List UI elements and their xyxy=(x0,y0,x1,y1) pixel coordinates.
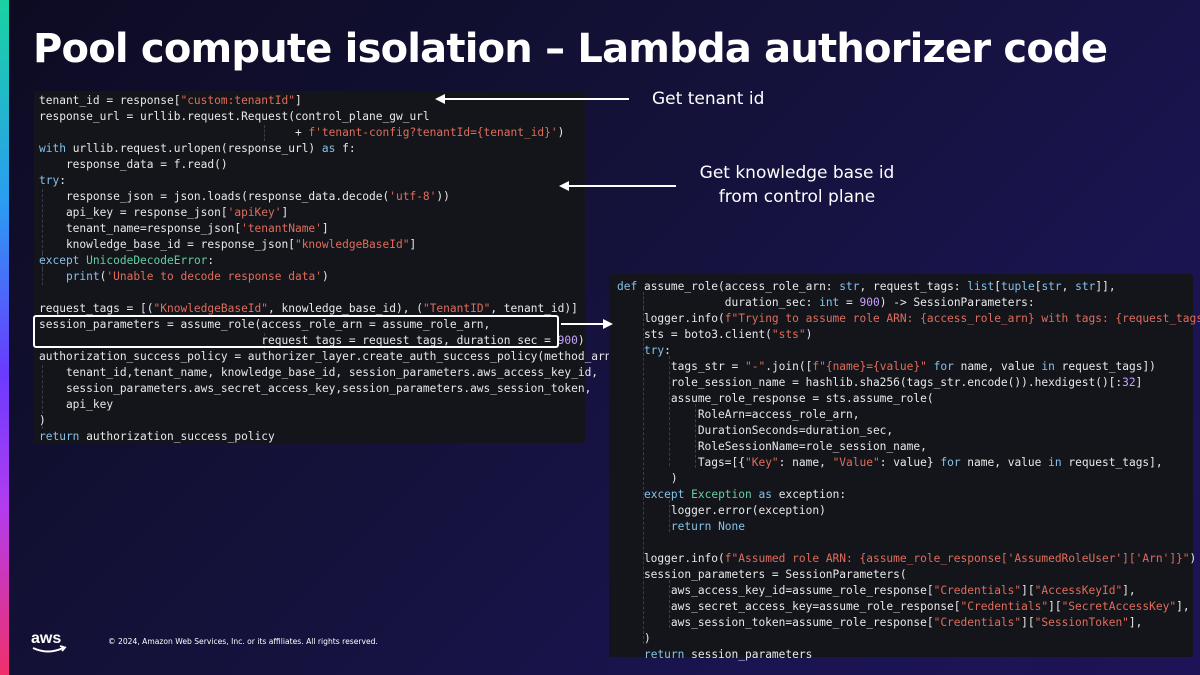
right-code-line: aws_access_key_id=assume_role_response["… xyxy=(617,584,1136,597)
callout-get-kb-id-line2: from control plane xyxy=(718,187,876,207)
gradient-edge-bar xyxy=(0,0,9,675)
left-code-line: tenant_id,tenant_name, knowledge_base_id… xyxy=(39,366,599,379)
aws-logo: aws xyxy=(31,630,67,653)
left-code-line: authorization_success_policy = authorize… xyxy=(39,350,619,363)
indent-guide xyxy=(695,404,696,468)
indent-guide xyxy=(643,308,644,644)
callout-get-kb-id: Get knowledge base id from control plane xyxy=(686,161,908,209)
left-code-line: print('Unable to decode response data') xyxy=(65,270,329,283)
indent-guide xyxy=(42,253,43,269)
right-code-line: tags_str = "-".join([f"{name}={value}" f… xyxy=(617,360,1156,373)
indent-guide xyxy=(669,580,670,628)
right-code-line: RoleSessionName=role_session_name, xyxy=(617,440,927,453)
indent-guide xyxy=(669,500,670,532)
indent-guide xyxy=(643,292,644,308)
callout-get-tenant-id: Get tenant id xyxy=(652,89,765,109)
left-code-line: try: xyxy=(39,174,66,187)
right-code-line: DurationSeconds=duration_sec, xyxy=(617,424,894,437)
arrow-kb-id-head xyxy=(559,181,569,191)
left-code-line: api_key xyxy=(39,398,114,411)
left-code-line: return authorization_success_policy xyxy=(39,430,275,443)
assume-role-call-highlight xyxy=(33,315,559,348)
right-code-line: role_session_name = hashlib.sha256(tags_… xyxy=(617,376,1143,389)
right-code-line: logger.info(f"Assumed role ARN: {assume_… xyxy=(617,552,1197,565)
left-code-line: + f'tenant-config?tenantId={tenant_id}') xyxy=(39,126,565,139)
indent-guide xyxy=(42,365,43,429)
right-code-line: duration_sec: int = 900) -> SessionParam… xyxy=(617,296,1035,309)
right-code-line: aws_secret_access_key=assume_role_respon… xyxy=(617,600,1190,613)
indent-guide xyxy=(42,269,43,285)
right-code-line: sts = boto3.client("sts") xyxy=(617,328,813,341)
aws-logo-text: aws xyxy=(31,630,61,647)
right-code-line: return session_parameters xyxy=(643,648,813,661)
left-code-line: knowledge_base_id = response_json["knowl… xyxy=(39,238,417,251)
slide-title: Pool compute isolation – Lambda authoriz… xyxy=(33,26,1108,72)
right-code-line: Tags=[{"Key": name, "Value": value} for … xyxy=(617,456,1163,469)
left-code-line: tenant_id = response["custom:tenantId"] xyxy=(39,94,302,107)
indent-guide xyxy=(264,333,265,349)
authorizer-code-panel: tenant_id = response["custom:tenantId"] r… xyxy=(34,91,618,443)
arrow-kb-id xyxy=(568,185,676,187)
indent-guide xyxy=(264,125,265,141)
right-code-line: ) xyxy=(617,472,678,485)
callout-get-kb-id-line1: Get knowledge base id xyxy=(699,163,895,183)
assume-role-code-panel: def assume_role(access_role_arn: str, re… xyxy=(609,274,1200,661)
indent-guide xyxy=(669,356,670,466)
indent-guide xyxy=(42,189,43,253)
left-code-line: response_url = urllib.request.Request(co… xyxy=(39,110,430,123)
left-code-line: with urllib.request.urlopen(response_url… xyxy=(39,142,356,155)
left-code-line: request_tags = [("KnowledgeBaseId", know… xyxy=(39,302,578,315)
right-code-line: aws_session_token=assume_role_response["… xyxy=(617,616,1143,629)
left-code-line: ) xyxy=(39,414,46,427)
right-code-line: return None xyxy=(670,520,746,533)
left-code-line: response_json = json.loads(response_data… xyxy=(39,190,450,203)
left-code-line: session_parameters = assume_role(access_… xyxy=(39,318,491,331)
right-code-line: session_parameters = SessionParameters( xyxy=(617,568,907,581)
right-code-line: try: xyxy=(643,344,671,357)
right-code-line: assume_role_response = sts.assume_role( xyxy=(617,392,934,405)
arrow-tenant-id xyxy=(444,98,629,100)
right-code-line: logger.info(f"Trying to assume role ARN:… xyxy=(617,312,1200,325)
left-code-line: response_data = f.read() xyxy=(39,158,228,171)
left-code-line: request_tags = request_tags, duration_se… xyxy=(39,334,585,347)
left-code-line: session_parameters.aws_secret_access_key… xyxy=(39,382,592,395)
arrow-to-assume-role-head xyxy=(603,319,613,329)
left-code-line: tenant_name=response_json['tenantName'] xyxy=(39,222,329,235)
arrow-tenant-id-head xyxy=(435,94,445,104)
right-code-line: def assume_role(access_role_arn: str, re… xyxy=(617,280,1116,293)
left-code-line: api_key = response_json['apiKey'] xyxy=(39,206,289,219)
right-code-line: logger.error(exception) xyxy=(617,504,826,517)
copyright-notice: © 2024, Amazon Web Services, Inc. or its… xyxy=(108,637,378,646)
arrow-to-assume-role xyxy=(561,323,603,325)
left-code-line: except UnicodeDecodeError: xyxy=(39,254,215,267)
right-code-line: RoleArn=access_role_arn, xyxy=(617,408,860,421)
right-code-line: ) xyxy=(617,632,651,645)
right-code-line: except Exception as exception: xyxy=(643,488,847,501)
